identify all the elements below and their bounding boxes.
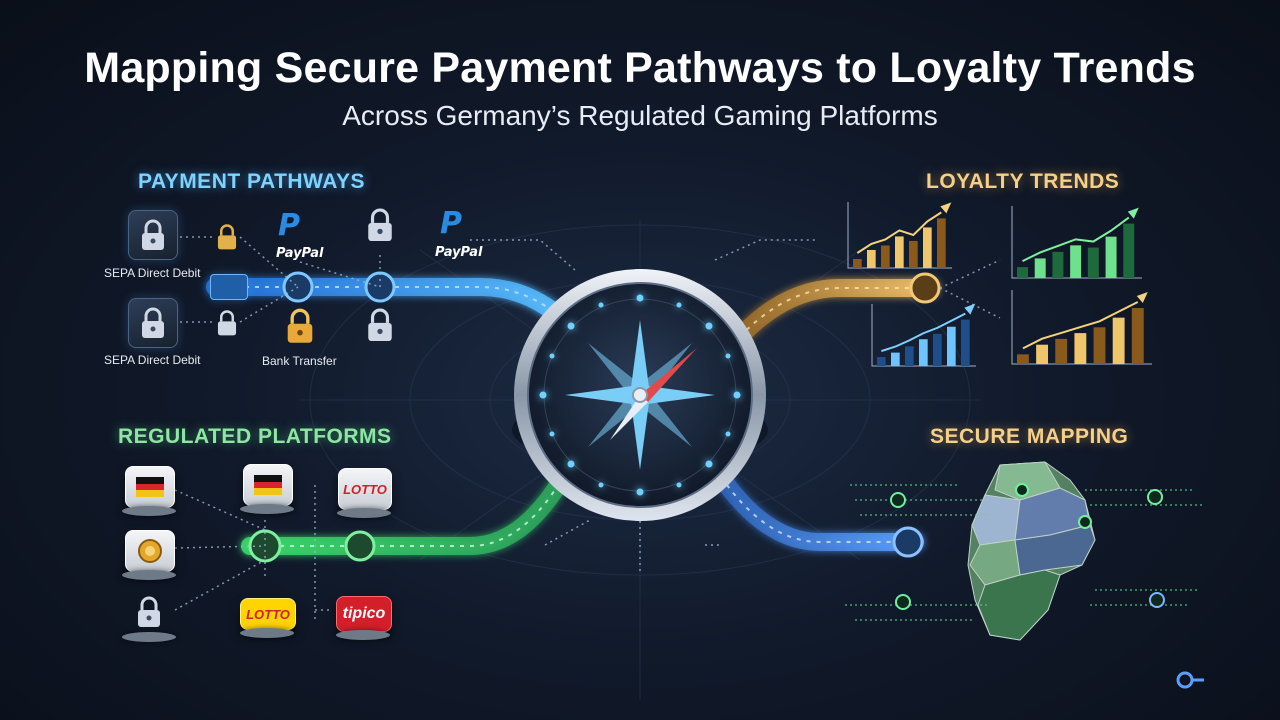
payment-method-label: SEPA Direct Debit: [104, 353, 201, 367]
lotto-logo: LOTTO: [240, 598, 296, 630]
section-label-secure: SECURE MAPPING: [930, 425, 1129, 448]
platform-base: [336, 630, 390, 640]
chart-bar: [1131, 308, 1144, 364]
chart-bar: [905, 346, 914, 366]
loyalty-chart-4: [1011, 290, 1152, 365]
lock-icon: [363, 204, 397, 246]
loyalty-chart-1: [847, 202, 952, 269]
link-icon: [1176, 671, 1204, 689]
lotto-logo: LOTTO: [338, 468, 392, 510]
chart-bar: [1017, 267, 1028, 278]
trend-arrow-icon: [1127, 207, 1139, 219]
trend-line: [856, 211, 942, 254]
secure-map-nodes: [890, 483, 1165, 610]
chart-bar: [933, 333, 942, 366]
section-label-regulated: REGULATED PLATFORMS: [118, 425, 392, 448]
compass-needle: [610, 348, 697, 440]
chart-bar: [1017, 354, 1029, 364]
chart-bar: [961, 319, 970, 366]
paypal-icon: P: [278, 208, 300, 243]
chart-bar: [877, 357, 886, 366]
chart-bar: [909, 240, 918, 268]
loyalty-chart-3: [871, 303, 976, 367]
chart-bar: [867, 249, 876, 268]
chart-bar: [947, 326, 956, 366]
chart-bar: [1112, 317, 1125, 364]
paypal-label: PayPal: [276, 246, 324, 261]
section-label-payment: PAYMENT PATHWAYS: [138, 170, 365, 193]
lock-icon: [128, 210, 178, 260]
loyalty-chart-2: [1011, 206, 1142, 279]
chart-bar: [1070, 245, 1082, 278]
platform-base: [240, 504, 294, 514]
platform-label: tipico: [342, 605, 386, 622]
platform-label: LOTTO: [343, 481, 387, 497]
seal-icon: [125, 530, 175, 572]
chart-bar: [1105, 236, 1117, 278]
paypal-icon: P: [440, 206, 462, 241]
small-lock-icon: [212, 308, 242, 338]
card-icon: [210, 274, 248, 300]
chart-bar: [895, 236, 904, 268]
tipico-logo: tipico: [336, 596, 392, 632]
chart-bar: [923, 227, 932, 268]
chart-bar: [1055, 338, 1068, 364]
paypal-label: PayPal: [435, 245, 483, 260]
chart-bar: [937, 218, 946, 268]
chart-bar: [1123, 223, 1135, 278]
lock-icon: [125, 592, 173, 632]
chart-bar: [1074, 333, 1087, 364]
trend-line: [1022, 216, 1130, 263]
chart-bar: [891, 352, 900, 366]
chart-bar: [1093, 327, 1106, 364]
payment-method-label: SEPA Direct Debit: [104, 266, 201, 280]
section-label-loyalty: LOYALTY TRENDS: [926, 170, 1120, 193]
lock-icon: [128, 298, 178, 348]
german-flag-icon: [125, 466, 175, 508]
trend-arrow-icon: [964, 303, 976, 315]
chart-bar: [1034, 258, 1046, 278]
lock-icon: [363, 304, 397, 346]
platform-base: [122, 570, 176, 580]
page-subtitle: Across Germany’s Regulated Gaming Platfo…: [342, 100, 938, 131]
chart-bar: [1052, 251, 1064, 278]
gold-lock-icon: [282, 306, 318, 346]
chart-bar: [1087, 247, 1099, 278]
platform-base: [122, 506, 176, 516]
trend-arrow-icon: [1136, 292, 1148, 303]
small-lock-icon: [212, 222, 242, 252]
platform-base: [240, 628, 294, 638]
page-title: Mapping Secure Payment Pathways to Loyal…: [84, 44, 1196, 92]
platform-label: LOTTO: [246, 606, 290, 622]
platform-base: [122, 632, 176, 642]
chart-bar: [1036, 344, 1049, 364]
germany-map: [967, 461, 1096, 641]
chart-bar: [853, 258, 862, 268]
chart-bar: [919, 339, 928, 366]
trend-line: [881, 312, 966, 353]
compass: [512, 269, 768, 521]
trend-line: [1022, 301, 1139, 350]
payment-method-label: Bank Transfer: [262, 354, 337, 368]
chart-bar: [881, 245, 890, 268]
trend-arrow-icon: [940, 202, 952, 214]
connector-lines: [174, 236, 1001, 620]
secure-circuit-lines: [845, 484, 1205, 621]
platform-base: [337, 508, 391, 518]
